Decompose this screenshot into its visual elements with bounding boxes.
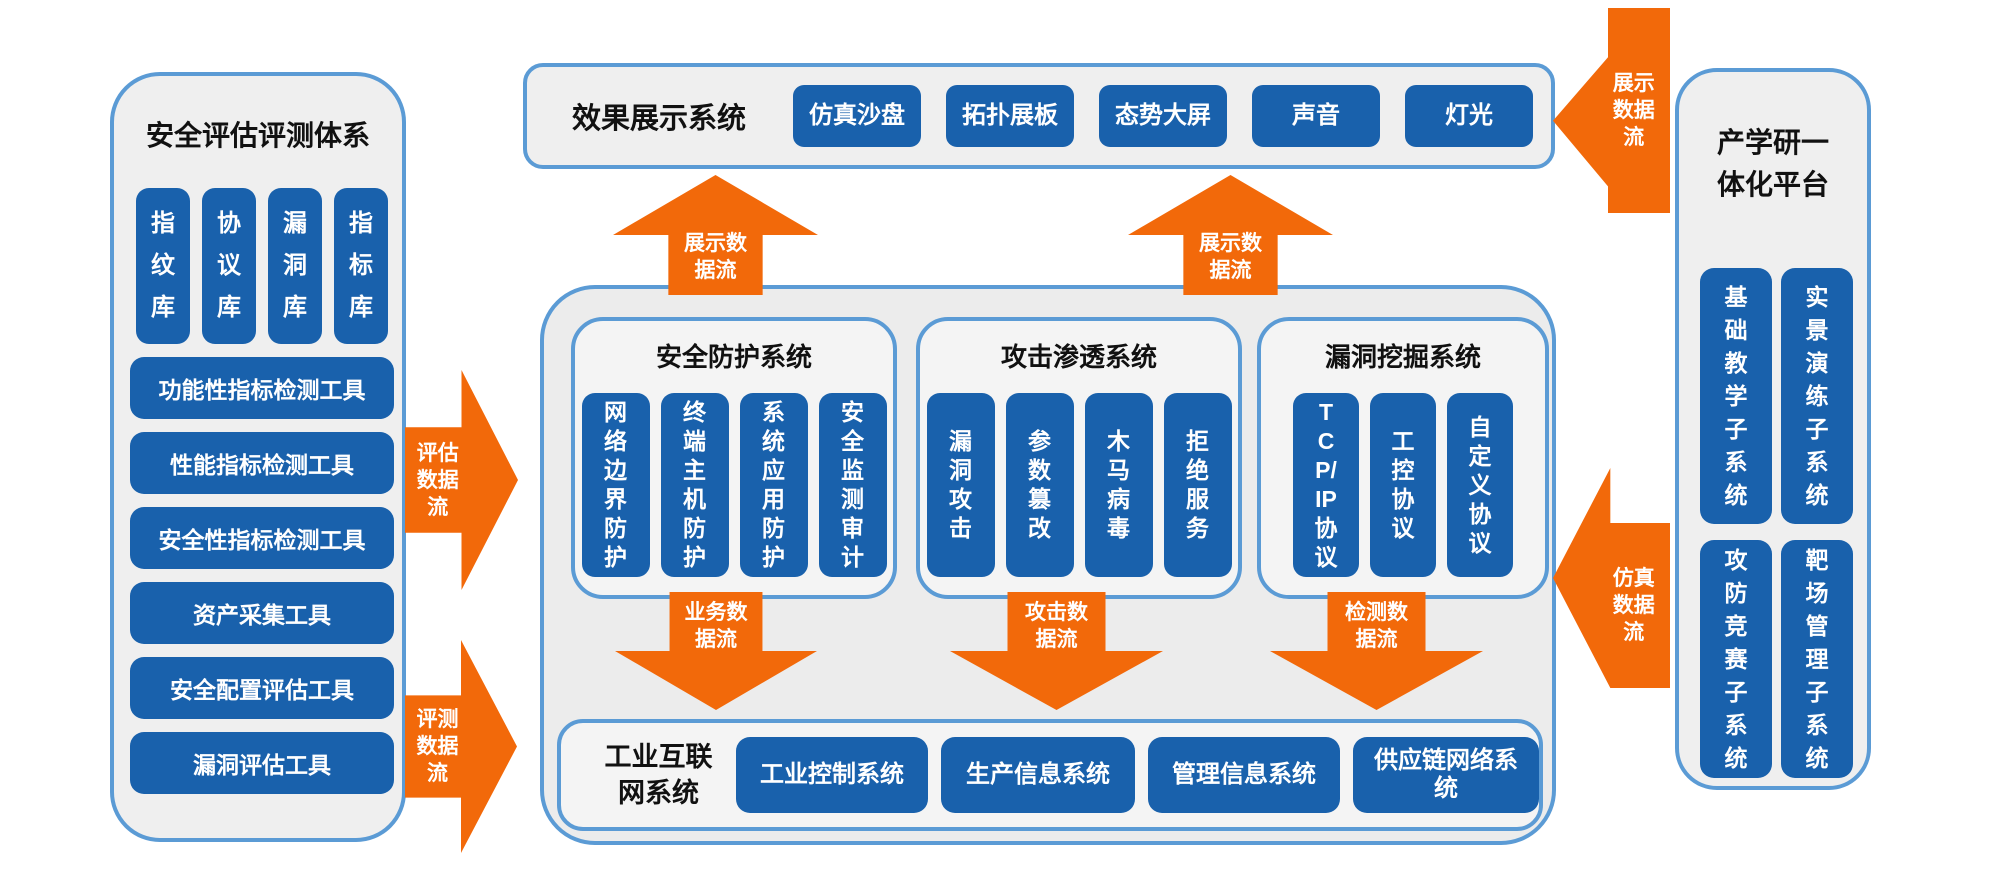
btn-simulation-sandbox: 仿真沙盘 (793, 85, 921, 147)
mining-system-card: 漏洞挖掘系统 T C P/ IP 协 议 工 控 协 议 自 定 义 协 议 (1257, 317, 1549, 599)
attack-dataflow-label: 攻击数 据流 (1025, 601, 1088, 652)
chip-basic-teaching-subsystem: 基 础 教 学 子 系 统 (1700, 268, 1772, 524)
btn-management-info-system: 管理信息系统 (1148, 737, 1340, 813)
bar-security-indicator-tool: 安全性指标检测工具 (130, 507, 394, 569)
btn-supply-chain-network-system: 供应链网络系 统 (1353, 737, 1539, 813)
chip-fingerprint-db: 指 纹 库 (136, 188, 190, 344)
chip-denial-of-service: 拒 绝 服 务 (1163, 393, 1232, 577)
display-dataflow-in-label: 展示 数据 流 (1612, 72, 1655, 149)
chip-indicator-db: 指 标 库 (334, 188, 388, 344)
industrial-panel-title: 工业互联 网系统 (604, 742, 713, 808)
btn-industrial-control-system: 工业控制系统 (736, 737, 928, 813)
simulation-dataflow-arrow-left: 仿真 数据 流 (1553, 468, 1670, 688)
btn-production-info-system: 生产信息系统 (941, 737, 1135, 813)
chip-protocol-db: 协 议 库 (202, 188, 256, 344)
chip-ics-protocol: 工 控 协 议 (1370, 393, 1436, 577)
industrial-internet-panel: 工业互联 网系统 工业控制系统 生产信息系统 管理信息系统 供应链网络系 统 (557, 719, 1543, 831)
display-dataflow-arrow-up-right: 展示数 据流 (1128, 175, 1333, 295)
evaluate-dataflow-arrow-right: 评测 数据 流 (405, 640, 517, 853)
assess-dataflow-arrow-right: 评估 数据 流 (405, 370, 518, 590)
display-dataflow-up-right-label: 展示数 据流 (1199, 231, 1262, 282)
chip-system-app-protection: 系 统 应 用 防 护 (739, 393, 808, 577)
industrial-item-row: 工业控制系统 生产信息系统 管理信息系统 供应链网络系 统 (736, 737, 1539, 813)
display-dataflow-arrow-left: 展示 数据 流 (1553, 8, 1670, 213)
chip-security-monitor-audit: 安 全 监 测 审 计 (818, 393, 887, 577)
chip-range-management-subsystem: 靶 场 管 理 子 系 统 (1781, 540, 1853, 778)
protection-system-card: 安全防护系统 网 络 边 界 防 护 终 端 主 机 防 护 系 统 应 用 防… (571, 317, 897, 599)
btn-light: 灯光 (1405, 85, 1533, 147)
attack-card-title: 攻击渗透系统 (1000, 342, 1157, 372)
evaluate-dataflow-label: 评测 数据 流 (416, 708, 459, 785)
chip-tcpip-protocol: T C P/ IP 协 议 (1293, 393, 1359, 577)
display-dataflow-up-left-label: 展示数 据流 (684, 231, 747, 282)
protection-card-title: 安全防护系统 (655, 342, 812, 372)
chip-attack-defense-contest-subsystem: 攻 防 竞 赛 子 系 统 (1700, 540, 1772, 778)
protection-chip-row: 网 络 边 界 防 护 终 端 主 机 防 护 系 统 应 用 防 护 安 全 … (575, 393, 893, 577)
mining-card-title: 漏洞挖掘系统 (1324, 342, 1481, 372)
simulation-dataflow-label: 仿真 数据 流 (1612, 567, 1655, 644)
display-panel-title: 效果展示系统 (571, 103, 746, 135)
platform-title: 产学研一 体化平台 (1716, 127, 1829, 200)
bar-functional-indicator-tool: 功能性指标检测工具 (130, 357, 394, 419)
attack-chip-row: 漏 洞 攻 击 参 数 篡 改 木 马 病 毒 拒 绝 服 务 (920, 393, 1238, 577)
core-systems-container: 安全防护系统 网 络 边 界 防 护 终 端 主 机 防 护 系 统 应 用 防… (540, 285, 1556, 845)
display-effect-panel: 效果展示系统 仿真沙盘 拓扑展板 态势大屏 声音 灯光 (523, 63, 1555, 169)
integration-platform-panel: 产学研一 体化平台 基 础 教 学 子 系 统 实 景 演 练 子 系 统 攻 … (1675, 68, 1871, 790)
bar-vuln-assessment-tool: 漏洞评估工具 (130, 732, 394, 794)
bar-asset-collection-tool: 资产采集工具 (130, 582, 394, 644)
bar-performance-indicator-tool: 性能指标检测工具 (130, 432, 394, 494)
chip-network-border-protection: 网 络 边 界 防 护 (581, 393, 650, 577)
btn-sound: 声音 (1252, 85, 1380, 147)
business-dataflow-label: 业务数 据流 (684, 601, 748, 652)
chip-custom-protocol: 自 定 义 协 议 (1447, 393, 1513, 577)
assessment-evaluation-panel: 安全评估评测体系 指 纹 库 协 议 库 漏 洞 库 指 标 库 功能性指标检测… (110, 72, 406, 842)
attack-system-card: 攻击渗透系统 漏 洞 攻 击 参 数 篡 改 木 马 病 毒 拒 绝 服 务 (916, 317, 1242, 599)
bar-security-config-tool: 安全配置评估工具 (130, 657, 394, 719)
btn-topology-board: 拓扑展板 (946, 85, 1074, 147)
chip-vulnerability-db: 漏 洞 库 (268, 188, 322, 344)
chip-live-drill-subsystem: 实 景 演 练 子 系 统 (1781, 268, 1853, 524)
detect-dataflow-label: 检测数 据流 (1345, 601, 1408, 652)
display-item-row: 仿真沙盘 拓扑展板 态势大屏 声音 灯光 (793, 85, 1533, 147)
display-dataflow-arrow-up-left: 展示数 据流 (613, 175, 818, 295)
assess-dataflow-label: 评估 数据 流 (416, 441, 459, 519)
chip-parameter-tamper: 参 数 篡 改 (1005, 393, 1074, 577)
assessment-panel-title: 安全评估评测体系 (145, 120, 370, 151)
chip-trojan-virus: 木 马 病 毒 (1084, 393, 1153, 577)
library-chip-row: 指 纹 库 协 议 库 漏 洞 库 指 标 库 (130, 188, 394, 344)
mining-chip-row: T C P/ IP 协 议 工 控 协 议 自 定 义 协 议 (1261, 393, 1545, 577)
chip-vuln-attack: 漏 洞 攻 击 (926, 393, 995, 577)
tool-bar-list: 功能性指标检测工具 性能指标检测工具 安全性指标检测工具 资产采集工具 安全配置… (130, 357, 394, 794)
btn-situation-screen: 态势大屏 (1099, 85, 1227, 147)
chip-endpoint-host-protection: 终 端 主 机 防 护 (660, 393, 729, 577)
